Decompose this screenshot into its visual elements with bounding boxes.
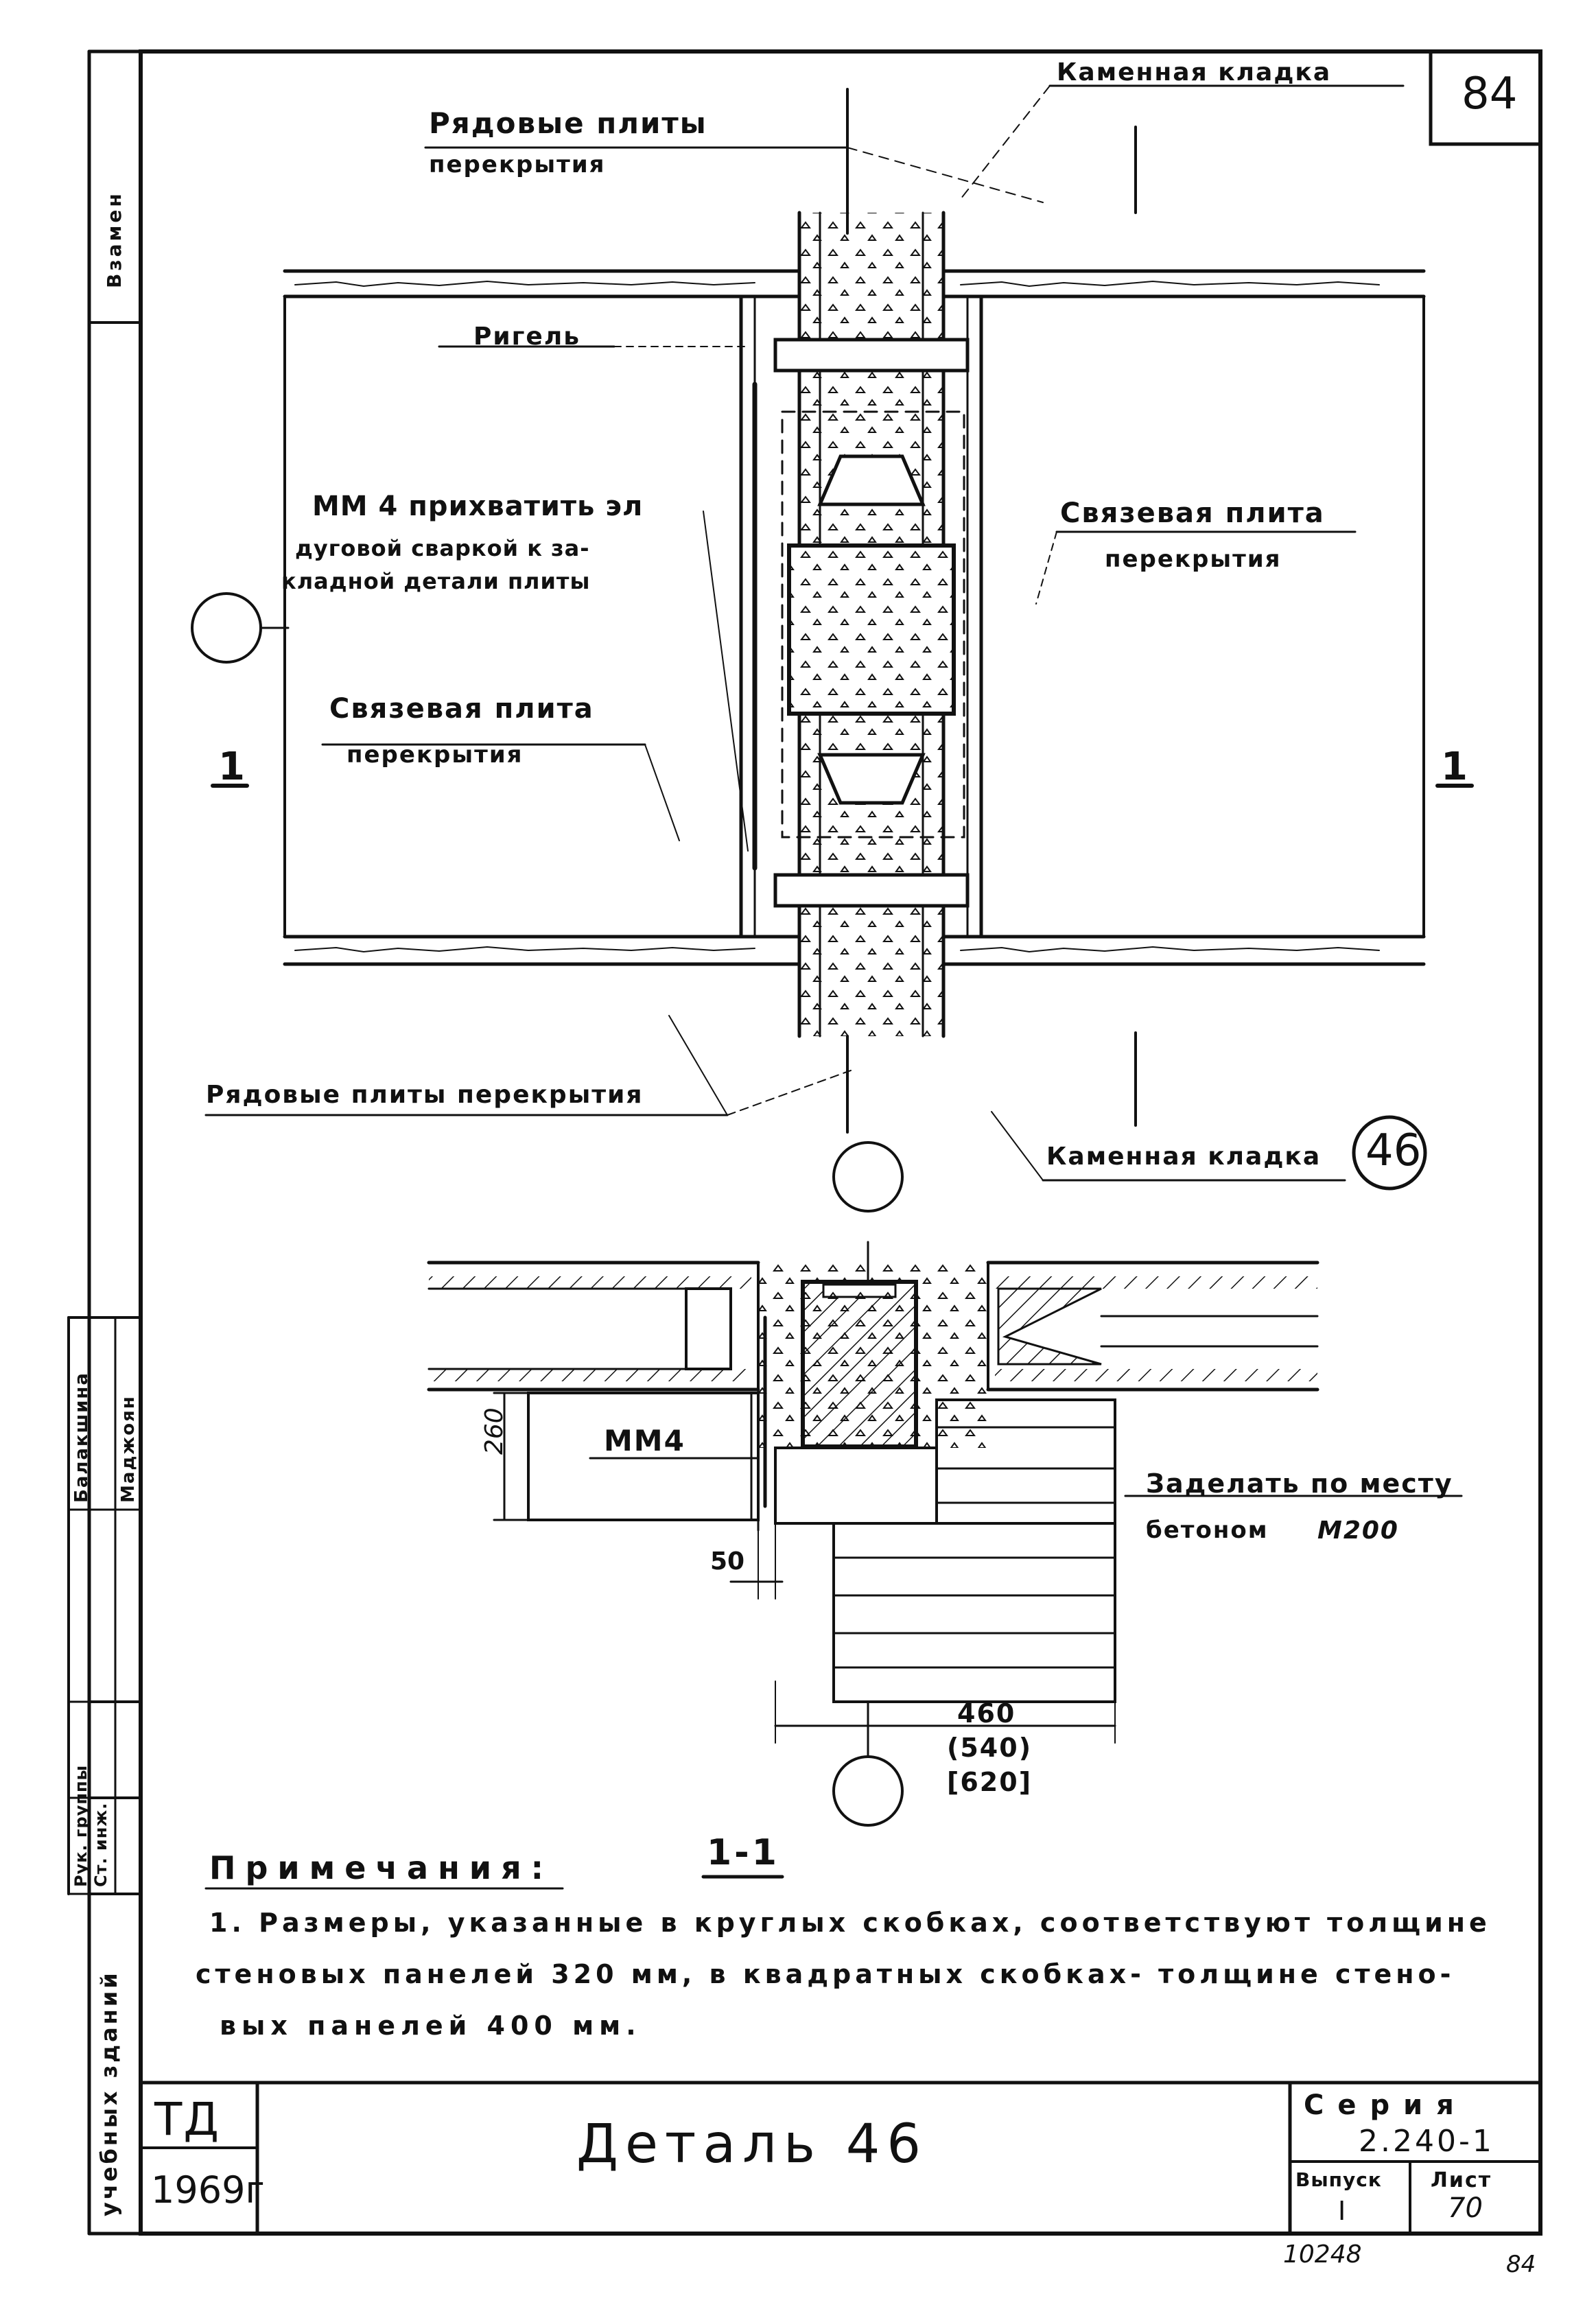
label-masonry-bottom: Каменная кладка <box>1046 1143 1322 1171</box>
section-title: 1-1 <box>707 1832 779 1873</box>
title-block-org: ТД <box>154 2093 220 2146</box>
label-ordinary-slabs-top-1: Рядовые плиты <box>429 106 707 140</box>
label-masonry-top: Каменная кладка <box>1057 58 1332 86</box>
label-concrete-2: бетоном <box>1146 1516 1269 1544</box>
detail-marker: 46 <box>1365 1125 1422 1176</box>
title-block-series-label: Серия <box>1304 2089 1468 2121</box>
title-block-sheet-label: Лист <box>1431 2168 1492 2192</box>
label-ordinary-slabs-bottom: Рядовые плиты перекрытия <box>206 1081 644 1109</box>
footer-page: 84 <box>1506 2251 1536 2278</box>
section-mark-left: 1 <box>218 745 245 789</box>
notes-line-1: 1. Размеры, указанные в круглых скобках,… <box>209 1908 1491 1938</box>
margin-name-1: Балакшина <box>71 1372 92 1503</box>
label-weld-2: дуговой сваркой к за- <box>295 535 590 561</box>
notes-line-3: вых панелей 400 мм. <box>220 2011 642 2041</box>
title-block-series-value: 2.240-1 <box>1359 2124 1494 2159</box>
label-tie-slab-left-1: Связевая плита <box>329 693 594 725</box>
notes-line-2: стеновых панелей 320 мм, в квадратных ск… <box>196 1959 1455 1989</box>
footer-code: 10248 <box>1283 2240 1362 2269</box>
margin-buildings: учебных зданий <box>96 1970 122 2216</box>
title-block-issue-value: I <box>1338 2196 1346 2226</box>
dim-offset: 50 <box>710 1547 745 1576</box>
dim-height: 260 <box>480 1407 508 1455</box>
label-concrete-1: Заделать по месту <box>1146 1468 1453 1499</box>
label-weld-1: ММ 4 прихватить эл <box>312 491 644 522</box>
label-concrete-grade: М200 <box>1317 1516 1399 1545</box>
title-block-year: 1969г <box>151 2168 265 2212</box>
margin-group-head: Рук. группы <box>71 1764 91 1887</box>
detail-marker-circle <box>1352 1115 1427 1191</box>
dim-width-1: 460 <box>957 1698 1016 1729</box>
title-block-title: Деталь 46 <box>576 2113 928 2175</box>
axis-circle-section <box>832 1755 904 1827</box>
label-weld-3: кладной детали плиты <box>281 568 591 594</box>
page-number: 84 <box>1462 69 1518 119</box>
axis-circle-left <box>191 592 262 664</box>
notes-heading: Примечания: <box>209 1849 554 1886</box>
dim-width-3: [620] <box>947 1767 1033 1797</box>
title-block-sheet-value: 70 <box>1448 2192 1483 2224</box>
title-block-issue-label: Выпуск <box>1295 2168 1382 2191</box>
page-number-box <box>1429 49 1542 146</box>
margin-vzamen: Взамен <box>103 191 126 288</box>
label-ordinary-slabs-top-2: перекрытия <box>429 151 606 178</box>
section-mark-right: 1 <box>1441 745 1468 789</box>
label-mm4: ММ4 <box>604 1424 685 1457</box>
axis-circle-bottom <box>832 1141 904 1213</box>
margin-senior-eng: Ст. инж. <box>91 1802 110 1887</box>
dim-width-2: (540) <box>947 1733 1033 1763</box>
label-girder: Ригель <box>473 323 580 351</box>
label-tie-slab-left-2: перекрытия <box>347 741 524 769</box>
margin-name-2: Маджоян <box>118 1395 139 1503</box>
label-tie-slab-right-2: перекрытия <box>1105 546 1282 573</box>
label-tie-slab-right-1: Связевая плита <box>1060 497 1325 529</box>
